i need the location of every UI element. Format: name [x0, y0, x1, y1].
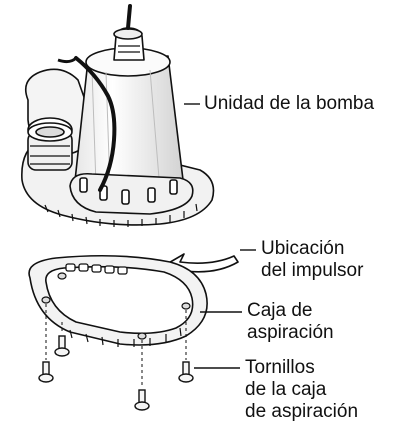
- screw-1: [38, 361, 54, 383]
- leader-lines: [184, 103, 256, 369]
- pump-unit-drawing: [21, 27, 215, 227]
- label-intake-screws: Tornillos de la caja de aspiración: [245, 357, 359, 422]
- power-cord: [74, 4, 132, 192]
- screw-4: [178, 361, 194, 383]
- intake-slots: [65, 263, 128, 275]
- screw-3: [134, 389, 150, 411]
- intake-housing-inner: [45, 265, 194, 335]
- screw-guide-lines: [45, 304, 187, 388]
- label-impeller-location: Ubicación del impulsor: [261, 238, 364, 281]
- intake-housing-drawing: [28, 254, 208, 347]
- intake-screw-holes: [41, 272, 191, 340]
- intake-screws: [38, 304, 194, 411]
- label-pump-unit: Unidad de la bomba: [204, 93, 375, 114]
- label-intake-housing: Caja de aspiración: [247, 300, 334, 343]
- screw-2: [54, 335, 70, 357]
- motor-flange: [69, 172, 194, 215]
- pump-base-ribs: [44, 203, 198, 227]
- flange-bolts: [79, 177, 178, 205]
- cord-strain-relief: [57, 56, 78, 64]
